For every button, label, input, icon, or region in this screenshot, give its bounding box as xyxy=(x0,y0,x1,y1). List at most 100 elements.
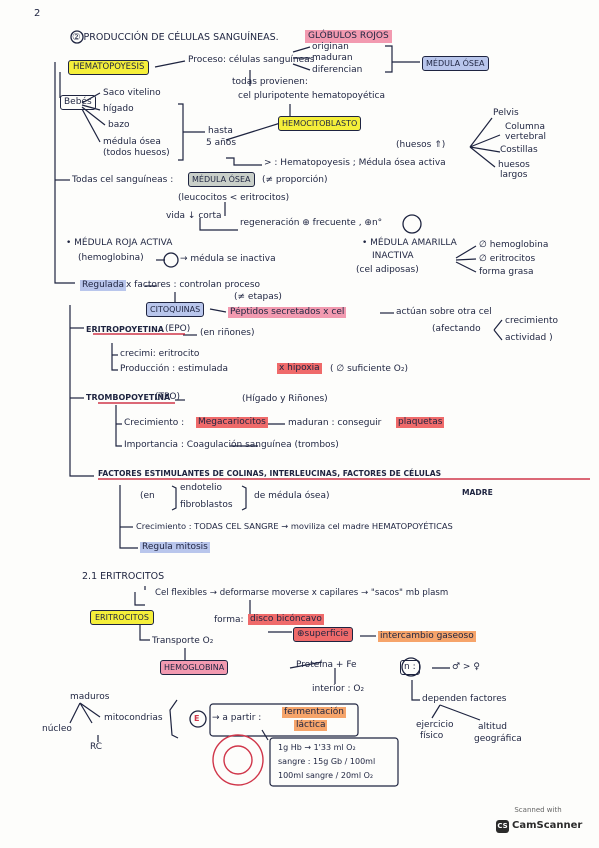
fermentacion-2: láctica xyxy=(294,720,328,731)
hemocitoblasto-box: HEMOCITOBLASTO xyxy=(278,116,362,131)
hb-line-3: 100ml sangre / 20ml O₂ xyxy=(278,771,374,780)
maduros-rc: RC xyxy=(90,742,103,752)
epo-crecimi: crecimi: eritrocito xyxy=(120,349,200,359)
camscanner-logo-icon: CS xyxy=(496,820,509,833)
page-number: 2 xyxy=(34,8,41,19)
hematopoyesis-title: HEMATOPOYESIS xyxy=(68,60,150,75)
medula-amarilla-inactiva: INACTIVA xyxy=(372,251,414,261)
factores-madre: MADRE xyxy=(462,488,493,497)
medula-roja-activa: • MÉDULA ROJA ACTIVA xyxy=(66,238,173,248)
eritrocitos-dependen: dependen factores xyxy=(422,694,507,704)
eritrocitos-ejercicio-1: ejercicio xyxy=(416,720,454,730)
medula-roja-hemoglobina: (hemoglobina) xyxy=(78,253,144,263)
proceso-maduran: maduran xyxy=(312,53,353,63)
maduros-label: maduros xyxy=(70,692,110,702)
tpo-crecimiento-label: Crecimiento : xyxy=(124,418,185,428)
leuco-eritro: (leucocitos < eritrocitos) xyxy=(178,193,290,203)
maduros-mitocondrias: mitocondrias xyxy=(104,713,163,723)
bebes-medula-osea: médula ósea xyxy=(103,137,161,147)
factores-endotelio: endotelio xyxy=(180,483,223,493)
eritrocitos-superficie: ⊕superficie xyxy=(293,627,353,642)
hueso-columna-2: vertebral xyxy=(505,132,547,142)
tpo-maduran: maduran : conseguir xyxy=(288,418,382,428)
hueso-largos-1: huesos xyxy=(498,160,530,170)
section-heading: ② PRODUCCIÓN DE CÉLULAS SANGUÍNEAS. xyxy=(72,32,279,43)
proceso-diferencian: diferencian xyxy=(312,65,363,75)
proporcion-text: (≠ proporción) xyxy=(262,175,328,185)
factores-fibroblastos: fibroblastos xyxy=(180,500,233,510)
factores-en: (en xyxy=(140,491,155,501)
medula-amarilla-adiposas: (cel adiposas) xyxy=(356,265,419,275)
tpo-plaquetas: plaquetas xyxy=(396,417,445,428)
epo-suficiente: ( ∅ suficiente O₂) xyxy=(330,364,408,374)
medula-osea-box-2: MÉDULA ÓSEA xyxy=(188,172,255,187)
actuan-sobre: actúan sobre otra cel xyxy=(396,307,492,317)
eritrocitos-forma-label: forma: xyxy=(214,615,244,625)
afectando-actividad: actividad ) xyxy=(505,333,553,343)
a-partir-text: → a partir : xyxy=(212,713,262,723)
amarilla-no-eritrocitos: ∅ eritrocitos xyxy=(479,254,536,264)
hueso-columna-1: Columna xyxy=(505,122,545,132)
eritrocitos-heading: 2.1 ERITROCITOS xyxy=(82,571,165,582)
camscanner-name: CamScanner xyxy=(512,820,583,831)
eritrocitos-altitud-2: geográfica xyxy=(474,734,522,744)
eritrocitos-intercambio: intercambio gaseoso xyxy=(378,631,476,642)
regulada-label: Regulada xyxy=(80,280,127,291)
hb-line-2: sangre : 15g Gb / 100ml xyxy=(278,757,376,766)
maduros-nucleo: núcleo xyxy=(42,724,72,734)
eritrocitos-flexibles: Cel flexibles → deformarse moverse x cap… xyxy=(155,588,449,598)
todas-provienen: todas provienen: xyxy=(232,77,308,87)
epo-produccion: Producción : estimulada xyxy=(120,364,229,374)
tpo-title: TROMBOPOYETINA xyxy=(86,393,171,402)
todas-cel-sanguineas: Todas cel sanguíneas : xyxy=(72,175,174,185)
bebes-box: Bebés xyxy=(60,95,96,110)
epo-hipoxia: x hipoxia xyxy=(277,363,322,374)
hueso-pelvis: Pelvis xyxy=(493,108,519,118)
regulada-etapas: (≠ etapas) xyxy=(234,292,282,302)
fermentacion-1: fermentación xyxy=(282,707,346,718)
bebes-saco-vitelino: Saco vitelino xyxy=(103,88,161,98)
tpo-megacariocitos: Megacariocitos xyxy=(196,417,268,428)
bebes-todos-huesos: (todos huesos) xyxy=(103,148,170,158)
hueso-costillas: Costillas xyxy=(500,145,538,155)
cel-pluripotente: cel pluripotente hematopoyética xyxy=(238,91,386,101)
citoquinas-box: CITOQUINAS xyxy=(146,302,205,317)
proceso-text: Proceso: células sanguíneas xyxy=(188,55,315,65)
epo-title: ERITROPOYETINA xyxy=(86,325,164,334)
factores-crecimiento: Crecimiento : TODAS CEL SANGRE → moviliz… xyxy=(136,521,453,531)
tpo-importancia: Importancia : Coagulación sanguínea (tro… xyxy=(124,440,339,450)
eritrocitos-box: ERITROCITOS xyxy=(90,610,154,625)
proceso-originan: originan xyxy=(312,42,349,52)
eritrocitos-n: n : xyxy=(400,660,420,675)
eritrocitos-ejercicio-2: físico xyxy=(420,731,444,741)
afectando-crecimiento: crecimiento xyxy=(505,316,558,326)
eritrocitos-sexo: ♂ > ♀ xyxy=(452,662,480,672)
eritrocitos-disco-biconcavo: disco bicóncavo xyxy=(248,614,324,625)
peptidos-secretados: Péptidos secretados x cel xyxy=(228,307,347,318)
hemoglobina-interior: interior : O₂ xyxy=(312,684,365,694)
regeneracion-text: regeneración ⊕ frecuente , ⊕n° xyxy=(240,218,383,228)
mayor-5-anos: > : Hematopoyesis ; Médula ósea activa xyxy=(264,158,446,168)
medula-amarilla: • MÉDULA AMARILLA xyxy=(362,238,457,248)
e-circle-label: E xyxy=(194,714,200,723)
afectando-text: (afectando xyxy=(432,324,481,334)
factores-regula-mitosis: Regula mitosis xyxy=(140,542,210,553)
hueso-largos-2: largos xyxy=(500,170,528,180)
hasta-label: hasta xyxy=(208,126,233,136)
tpo-organos: (Hígado y Riñones) xyxy=(242,394,328,404)
medula-osea-box: MÉDULA ÓSEA xyxy=(422,56,489,71)
amarilla-forma-grasa: forma grasa xyxy=(479,267,534,277)
eritrocitos-altitud-1: altitud xyxy=(478,722,507,732)
anos-label: 5 años xyxy=(206,138,237,148)
huesos-up: (huesos ⇑) xyxy=(396,140,446,150)
vida-corta: vida ↓ corta xyxy=(166,211,222,221)
bebes-higado: hígado xyxy=(103,104,134,114)
factores-title: FACTORES ESTIMULANTES DE COLINAS, INTERL… xyxy=(98,469,442,478)
factores-de-medula: de médula ósea) xyxy=(254,491,330,501)
hb-line-1: 1g Hb → 1'33 ml O₂ xyxy=(278,743,356,752)
amarilla-no-hemoglobina: ∅ hemoglobina xyxy=(479,240,549,250)
epo-abbr: (EPO) xyxy=(165,324,191,334)
scanned-with-text: Scanned with xyxy=(514,806,562,814)
medula-se-inactiva: → médula se inactiva xyxy=(180,254,276,264)
